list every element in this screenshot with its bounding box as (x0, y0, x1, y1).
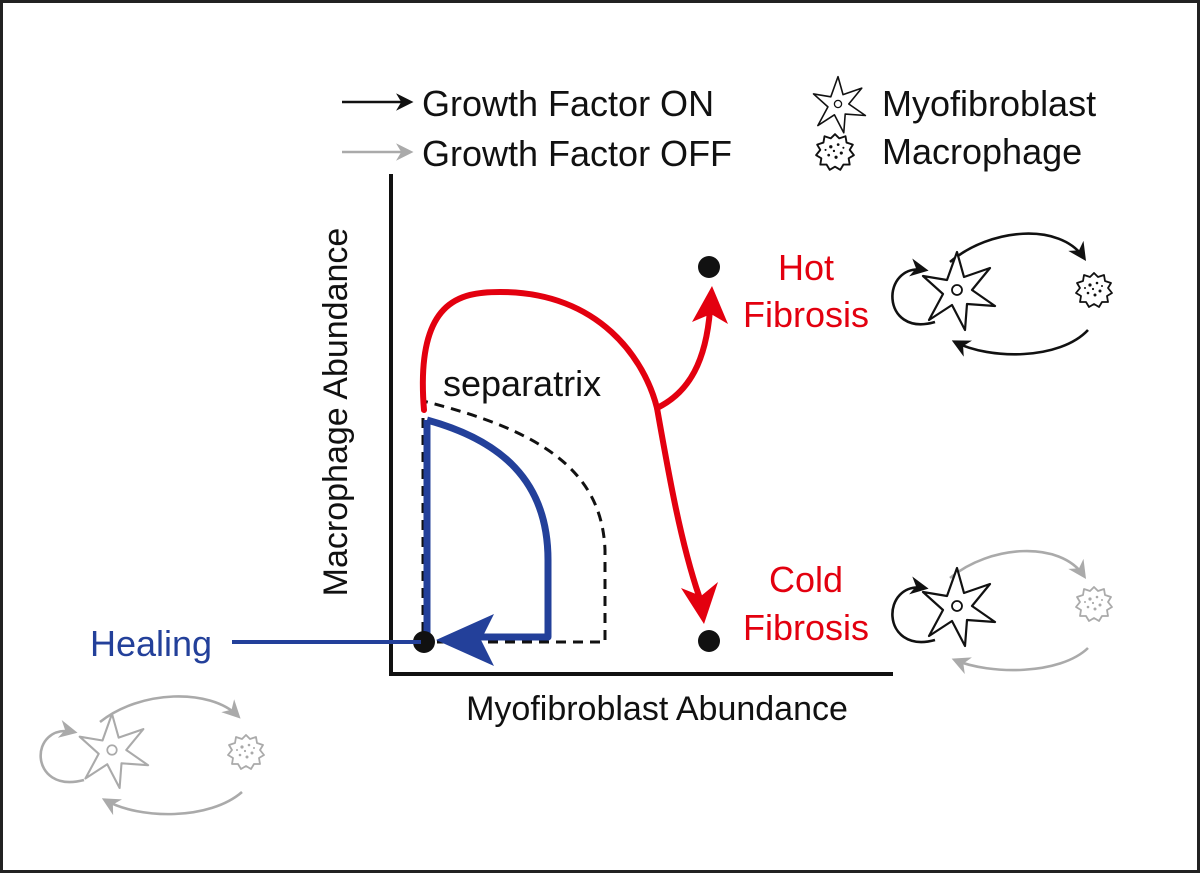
legend-growth-on: Growth Factor ON (422, 83, 714, 124)
myofibroblast-icon (921, 250, 997, 332)
separatrix-curve (421, 399, 607, 644)
legend: Growth Factor ON Growth Factor OFF Myofi… (342, 75, 1096, 174)
x-axis-label: Myofibroblast Abundance (466, 690, 848, 728)
cold-fibrosis-circuit (891, 549, 1113, 675)
self-loop-arrow-icon (39, 720, 85, 784)
healing-state-dot (413, 631, 435, 653)
macrophage-icon (1075, 272, 1113, 308)
hot-fibrosis-label: Fibrosis (743, 294, 869, 335)
healing-trajectory (426, 416, 552, 641)
hot-fibrosis-branch (654, 307, 713, 411)
separatrix-label: separatrix (443, 363, 601, 404)
myofibroblast-icon (812, 75, 867, 134)
myofibroblast-icon (921, 566, 997, 648)
fibrosis-trajectory (419, 288, 660, 413)
y-axis-label: Macrophage Abundance (317, 228, 355, 597)
self-loop-arrow-icon (891, 258, 936, 326)
hot-arrowhead (692, 286, 728, 324)
healing-label: Healing (90, 623, 212, 664)
plot-axes: Myofibroblast Abundance Macrophage Abund… (317, 174, 893, 728)
cold-arrowhead (681, 582, 718, 624)
macrophage-icon (1075, 586, 1113, 622)
healing-arrowhead (436, 614, 494, 666)
cold-fibrosis-state-dot (698, 630, 720, 652)
hot-fibrosis-state-dot (698, 256, 720, 278)
self-loop-arrow-icon (891, 576, 936, 644)
hot-label: Hot (778, 247, 834, 288)
trajectories (232, 256, 728, 666)
myofibroblast-icon (78, 712, 150, 790)
macrophage-icon (227, 734, 265, 770)
healing-circuit (39, 695, 265, 816)
macrophage-icon (815, 133, 855, 171)
cold-fibrosis-branch (654, 405, 702, 599)
legend-myofibroblast: Myofibroblast (882, 83, 1096, 124)
hot-fibrosis-circuit (891, 232, 1113, 357)
legend-macrophage: Macrophage (882, 131, 1082, 172)
cold-fibrosis-label: Fibrosis (743, 607, 869, 648)
legend-growth-off: Growth Factor OFF (422, 133, 732, 174)
cold-label: Cold (769, 559, 843, 600)
